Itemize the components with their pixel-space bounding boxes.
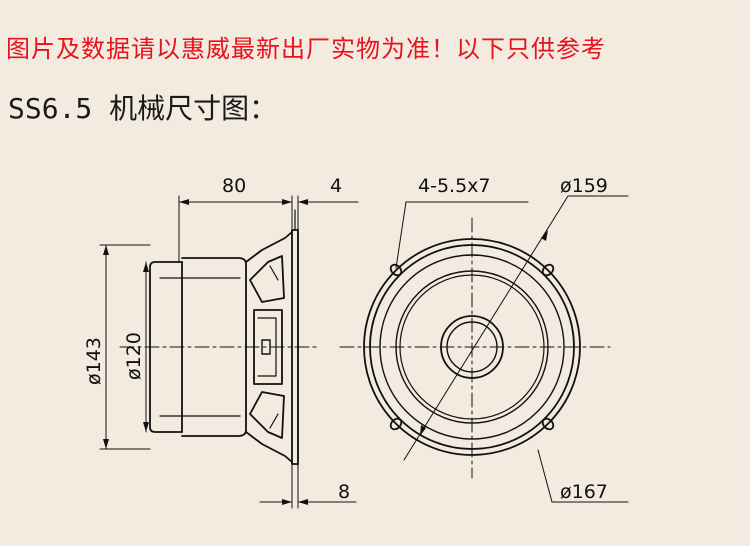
dim-hole-circle-label: ø159 — [560, 175, 608, 197]
drawing-heading: SS6.5 机械尺寸图： — [8, 92, 278, 125]
dim-outer-dia-front-label: ø167 — [560, 481, 608, 503]
side-view — [99, 195, 359, 509]
dim-outer-dia-side-label: ø143 — [83, 337, 105, 385]
front-view — [339, 195, 629, 503]
dim-bottom-offset-label: 8 — [338, 481, 350, 503]
dim-depth-label: 80 — [222, 175, 246, 197]
dim-flange-label: 4 — [330, 175, 342, 197]
dim-holes-label: 4-5.5x7 — [418, 175, 491, 197]
disclaimer-notice: 图片及数据请以惠威最新出厂实物为准！以下只供参考 — [6, 35, 606, 63]
dim-inner-dia-side-label: ø120 — [123, 332, 145, 380]
